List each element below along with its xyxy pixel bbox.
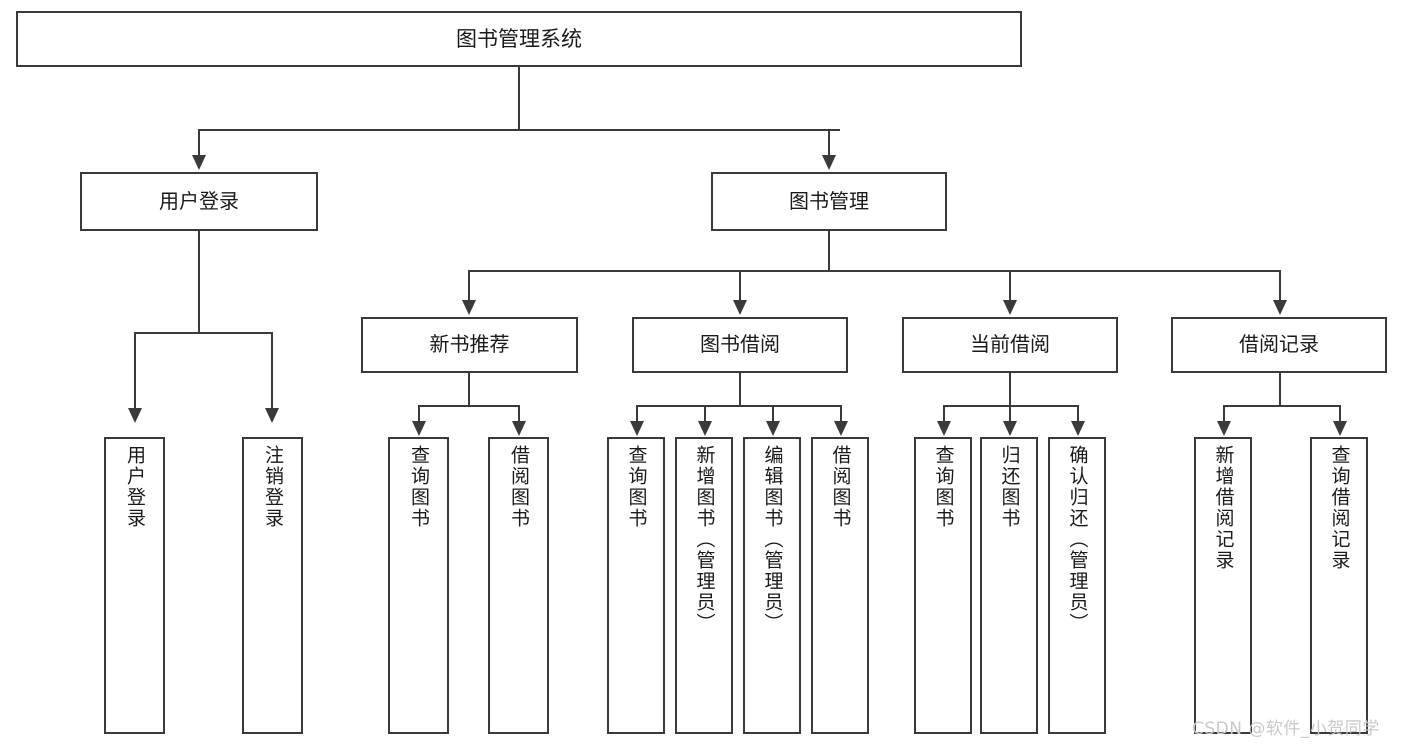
connector-userlogin-bar bbox=[134, 332, 272, 334]
node-label: 新书推荐 bbox=[429, 332, 510, 357]
connector-userlogin-stem bbox=[198, 231, 200, 333]
node-root-book-management-system[interactable]: 图书管理系统 bbox=[16, 11, 1022, 67]
connector-bookmgmt-stem bbox=[828, 231, 830, 271]
connector-root-drop-1 bbox=[198, 129, 200, 157]
leaf-label: 新增图书（管理员） bbox=[693, 445, 716, 634]
leaf-new-book-borrow[interactable]: 借阅图书 bbox=[488, 437, 549, 734]
connector-bookborrow-drop-4 bbox=[840, 405, 842, 423]
leaf-user-login-logout[interactable]: 注销登录 bbox=[242, 437, 303, 734]
leaf-label: 查询图书 bbox=[408, 445, 430, 529]
connector-bookmgmt-drop-2 bbox=[739, 270, 741, 302]
connector-root-drop-2 bbox=[828, 129, 830, 157]
node-label: 用户登录 bbox=[159, 188, 239, 213]
node-label: 图书借阅 bbox=[700, 332, 780, 357]
arrowhead-to-current-borrow bbox=[1003, 300, 1017, 315]
node-label: 图书管理系统 bbox=[456, 26, 582, 51]
connector-userlogin-drop-2 bbox=[271, 332, 273, 410]
node-current-borrow[interactable]: 当前借阅 bbox=[902, 317, 1118, 373]
node-book-management[interactable]: 图书管理 bbox=[711, 172, 947, 231]
connector-newbook-drop-2 bbox=[518, 405, 520, 423]
arrowhead-bookborrow-leaf-2 bbox=[698, 421, 712, 436]
arrowhead-newbook-leaf-1 bbox=[412, 421, 426, 436]
leaf-current-borrow-query[interactable]: 查询图书 bbox=[914, 437, 972, 734]
arrowhead-to-book-borrow bbox=[733, 300, 747, 315]
connector-root-stem bbox=[518, 67, 520, 130]
arrowhead-borrowrecord-leaf-2 bbox=[1333, 421, 1347, 436]
leaf-label: 确认归还（管理员） bbox=[1066, 445, 1089, 634]
connector-currentborrow-drop-2 bbox=[1009, 405, 1011, 423]
leaf-current-borrow-return[interactable]: 归还图书 bbox=[980, 437, 1038, 734]
connector-borrowrecord-drop-2 bbox=[1339, 405, 1341, 423]
arrowhead-currentborrow-leaf-3 bbox=[1071, 421, 1085, 436]
arrowhead-currentborrow-leaf-2 bbox=[1003, 421, 1017, 436]
leaf-label: 查询图书 bbox=[932, 445, 955, 529]
arrowhead-newbook-leaf-2 bbox=[512, 421, 526, 436]
leaf-book-borrow-edit-admin[interactable]: 编辑图书（管理员） bbox=[743, 437, 801, 734]
connector-currentborrow-drop-1 bbox=[943, 405, 945, 423]
leaf-label: 查询借阅记录 bbox=[1328, 445, 1351, 571]
leaf-book-borrow-query[interactable]: 查询图书 bbox=[607, 437, 665, 734]
connector-bookborrow-drop-3 bbox=[772, 405, 774, 423]
leaf-label: 用户登录 bbox=[124, 445, 146, 529]
connector-newbook-stem bbox=[468, 373, 470, 406]
connector-currentborrow-stem bbox=[1009, 373, 1011, 406]
arrowhead-userlogin-leaf-1 bbox=[128, 408, 142, 423]
connector-newbook-bar bbox=[418, 405, 519, 407]
node-label: 图书管理 bbox=[789, 188, 869, 213]
connector-bookborrow-drop-2 bbox=[704, 405, 706, 423]
arrowhead-to-book-management bbox=[822, 155, 836, 170]
leaf-label: 编辑图书（管理员） bbox=[761, 445, 784, 634]
leaf-label: 新增借阅记录 bbox=[1212, 445, 1235, 571]
connector-userlogin-drop-1 bbox=[134, 332, 136, 410]
arrowhead-bookborrow-leaf-1 bbox=[630, 421, 644, 436]
leaf-current-borrow-confirm-admin[interactable]: 确认归还（管理员） bbox=[1048, 437, 1106, 734]
leaf-user-login-login[interactable]: 用户登录 bbox=[104, 437, 165, 734]
connector-currentborrow-drop-3 bbox=[1077, 405, 1079, 423]
connector-bookborrow-bar bbox=[636, 405, 841, 407]
connector-bookmgmt-drop-1 bbox=[468, 270, 470, 302]
arrowhead-to-borrow-record bbox=[1273, 300, 1287, 315]
arrowhead-to-new-book-recommend bbox=[462, 300, 476, 315]
arrowhead-bookborrow-leaf-3 bbox=[766, 421, 780, 436]
leaf-label: 借阅图书 bbox=[508, 445, 530, 529]
node-new-book-recommend[interactable]: 新书推荐 bbox=[361, 317, 578, 373]
connector-borrowrecord-bar bbox=[1223, 405, 1340, 407]
arrowhead-currentborrow-leaf-1 bbox=[937, 421, 951, 436]
leaf-label: 查询图书 bbox=[625, 445, 648, 529]
node-label: 当前借阅 bbox=[970, 332, 1050, 357]
connector-root-bar bbox=[198, 129, 840, 131]
leaf-borrow-record-add[interactable]: 新增借阅记录 bbox=[1194, 437, 1252, 734]
leaf-new-book-query[interactable]: 查询图书 bbox=[388, 437, 449, 734]
leaf-borrow-record-query[interactable]: 查询借阅记录 bbox=[1310, 437, 1368, 734]
connector-newbook-drop-1 bbox=[418, 405, 420, 423]
arrowhead-to-user-login bbox=[192, 155, 206, 170]
leaf-label: 注销登录 bbox=[262, 445, 284, 529]
leaf-label: 借阅图书 bbox=[829, 445, 852, 529]
node-user-login[interactable]: 用户登录 bbox=[80, 172, 318, 231]
connector-borrowrecord-drop-1 bbox=[1223, 405, 1225, 423]
connector-bookmgmt-bar bbox=[468, 270, 1280, 272]
arrowhead-borrowrecord-leaf-1 bbox=[1217, 421, 1231, 436]
leaf-book-borrow-borrow[interactable]: 借阅图书 bbox=[811, 437, 869, 734]
node-borrow-record[interactable]: 借阅记录 bbox=[1171, 317, 1387, 373]
node-label: 借阅记录 bbox=[1239, 332, 1319, 357]
arrowhead-userlogin-leaf-2 bbox=[265, 408, 279, 423]
connector-bookborrow-drop-1 bbox=[636, 405, 638, 423]
node-book-borrow[interactable]: 图书借阅 bbox=[632, 317, 848, 373]
arrowhead-bookborrow-leaf-4 bbox=[834, 421, 848, 436]
connector-bookborrow-stem bbox=[739, 373, 741, 406]
leaf-label: 归还图书 bbox=[998, 445, 1021, 529]
connector-borrowrecord-stem bbox=[1279, 373, 1281, 406]
connector-bookmgmt-drop-4 bbox=[1279, 270, 1281, 302]
leaf-book-borrow-add-admin[interactable]: 新增图书（管理员） bbox=[675, 437, 733, 734]
connector-bookmgmt-drop-3 bbox=[1009, 270, 1011, 302]
